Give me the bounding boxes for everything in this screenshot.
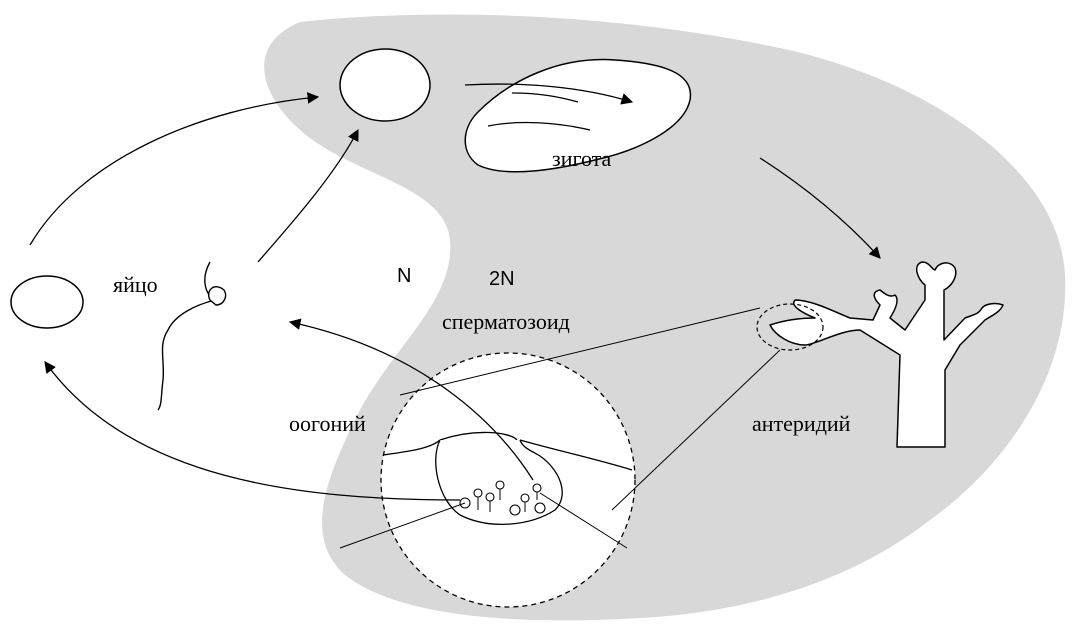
label-diploid: 2N <box>489 268 515 291</box>
label-haploid: N <box>397 265 411 288</box>
label-egg: яйцо <box>113 272 158 298</box>
label-oogonium: оогоний <box>289 411 366 437</box>
arrow-egg-to-cell <box>30 97 318 245</box>
label-antheridium: антеридий <box>752 411 850 437</box>
sperm-shape <box>158 262 226 410</box>
egg-cell-left <box>11 276 83 328</box>
label-zygote: зигота <box>552 146 611 172</box>
label-sperm: сперматозоид <box>442 309 570 335</box>
fertilized-cell <box>340 49 430 121</box>
